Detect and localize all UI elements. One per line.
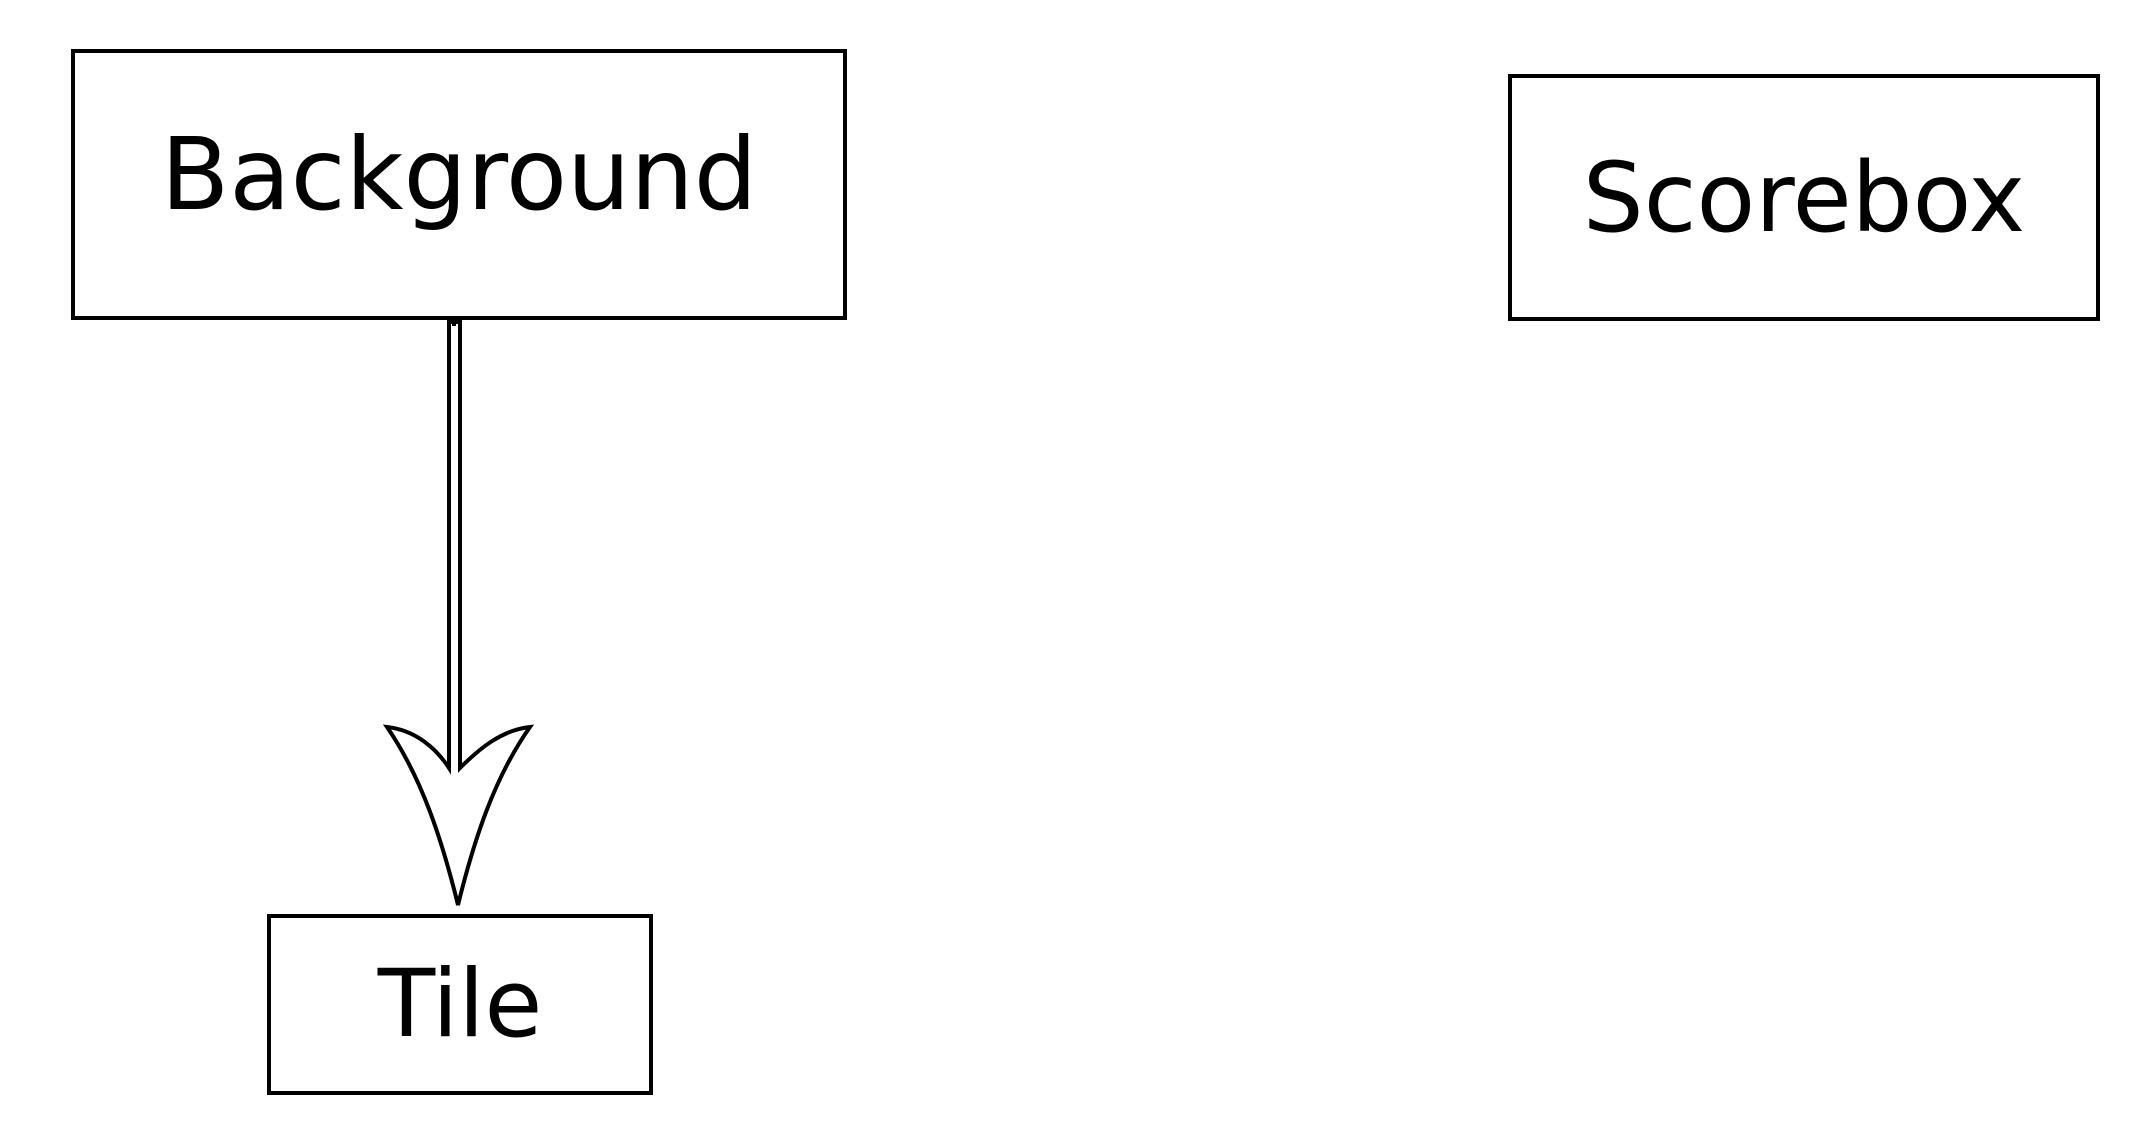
node-background: Background (71, 49, 847, 320)
node-tile: Tile (267, 914, 653, 1095)
arrow-shaft-and-head (382, 320, 535, 906)
node-background-label: Background (160, 115, 758, 233)
node-scorebox-label: Scorebox (1582, 141, 2026, 254)
node-tile-label: Tile (377, 949, 543, 1059)
node-scorebox: Scorebox (1508, 74, 2100, 321)
